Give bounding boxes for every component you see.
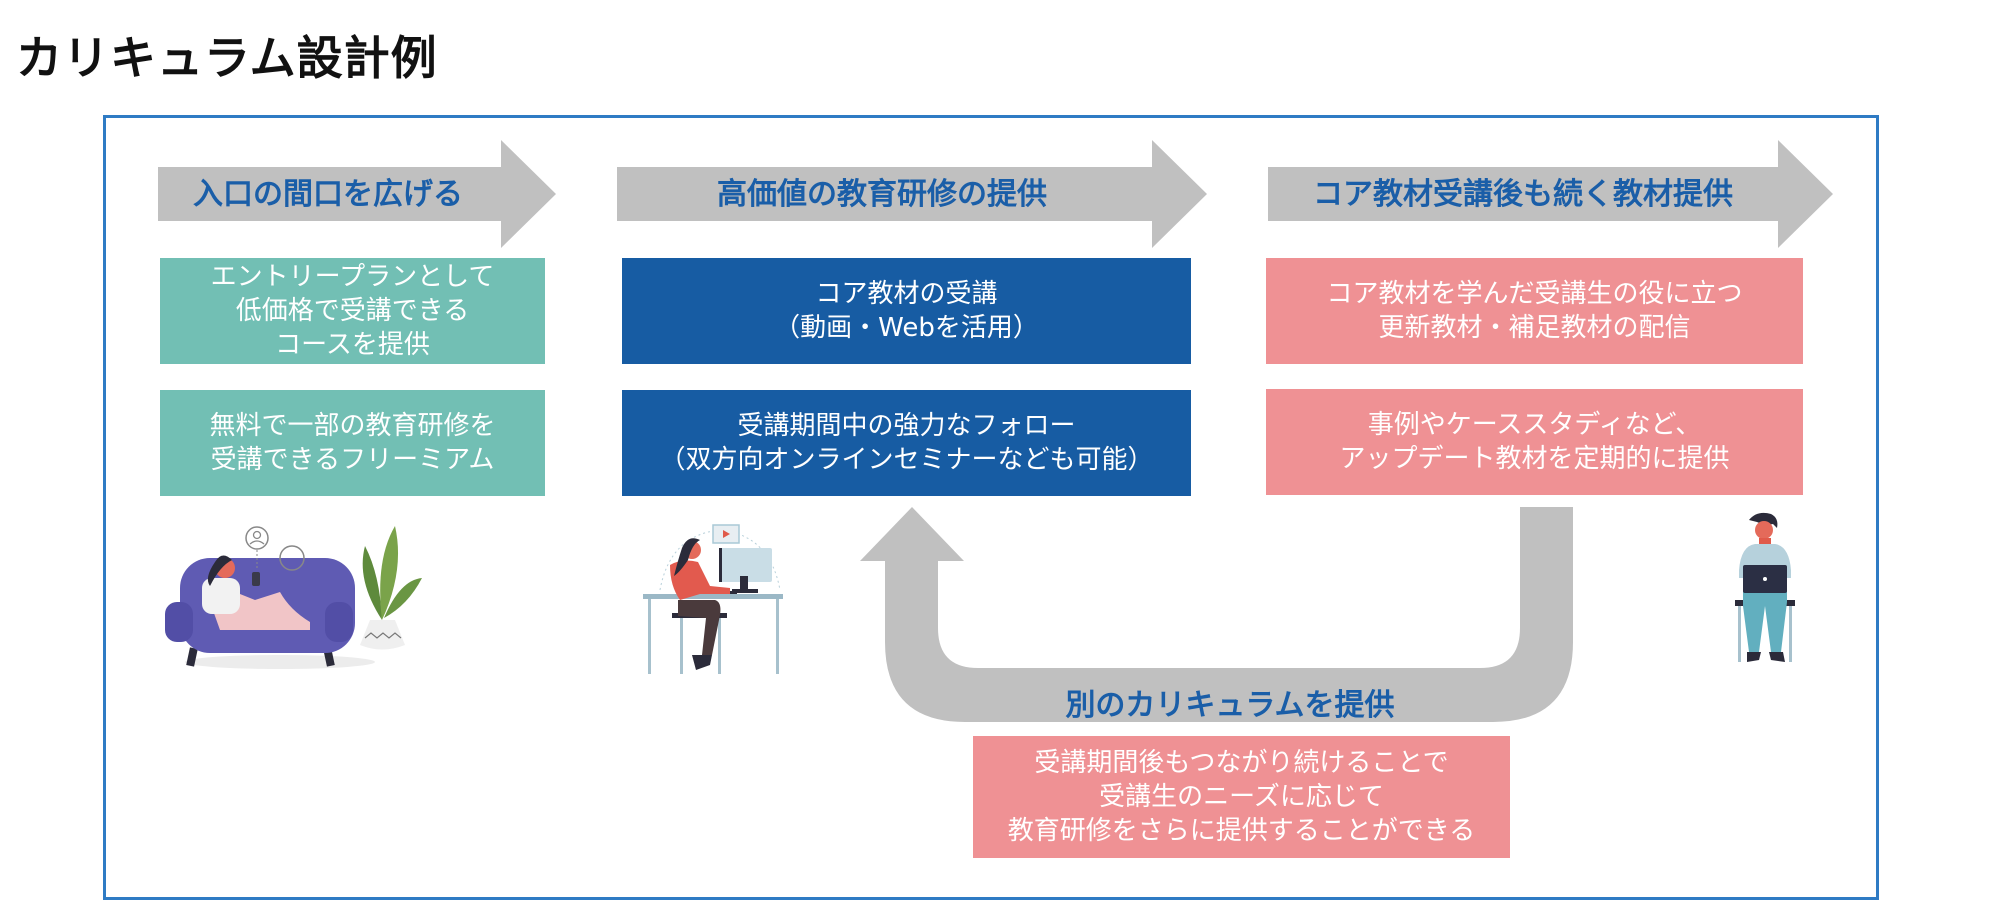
page-title: カリキュラム設計例 bbox=[16, 31, 438, 85]
stage-arrow-1 bbox=[158, 140, 556, 248]
stage-2-item-2: 受講期間中の強力なフォロー （双方向オンラインセミナーなども可能） bbox=[622, 390, 1191, 496]
stage-1-item-1: エントリープランとして 低価格で受講できる コースを提供 bbox=[160, 258, 545, 364]
loop-label: 別のカリキュラムを提供 bbox=[1065, 688, 1395, 723]
stage-1-item-2: 無料で一部の教育研修を 受講できるフリーミアム bbox=[160, 390, 545, 496]
stage-arrow-3 bbox=[1268, 140, 1833, 248]
stage-1-header: 入口の間口を広げる bbox=[193, 177, 463, 212]
stage-2-header: 高価値の教育研修の提供 bbox=[717, 177, 1047, 212]
loop-arrow bbox=[860, 507, 1573, 722]
sofa-person-illustration bbox=[165, 526, 422, 669]
laptop-person-illustration bbox=[1735, 512, 1795, 662]
stage-3-item-2: 事例やケーススタディなど、 アップデート教材を定期的に提供 bbox=[1266, 389, 1803, 495]
stage-2-item-1: コア教材の受講 （動画・Webを活用） bbox=[622, 258, 1191, 364]
stage-3-header: コア教材受講後も続く教材提供 bbox=[1313, 177, 1733, 212]
desk-person-illustration bbox=[643, 524, 783, 674]
loop-note: 受講期間後もつながり続けることで 受講生のニーズに応じて 教育研修をさらに提供す… bbox=[973, 736, 1510, 858]
stage-arrow-2 bbox=[617, 140, 1207, 248]
diagram-frame bbox=[103, 115, 1879, 900]
stage-3-item-1: コア教材を学んだ受講生の役に立つ 更新教材・補足教材の配信 bbox=[1266, 258, 1803, 364]
